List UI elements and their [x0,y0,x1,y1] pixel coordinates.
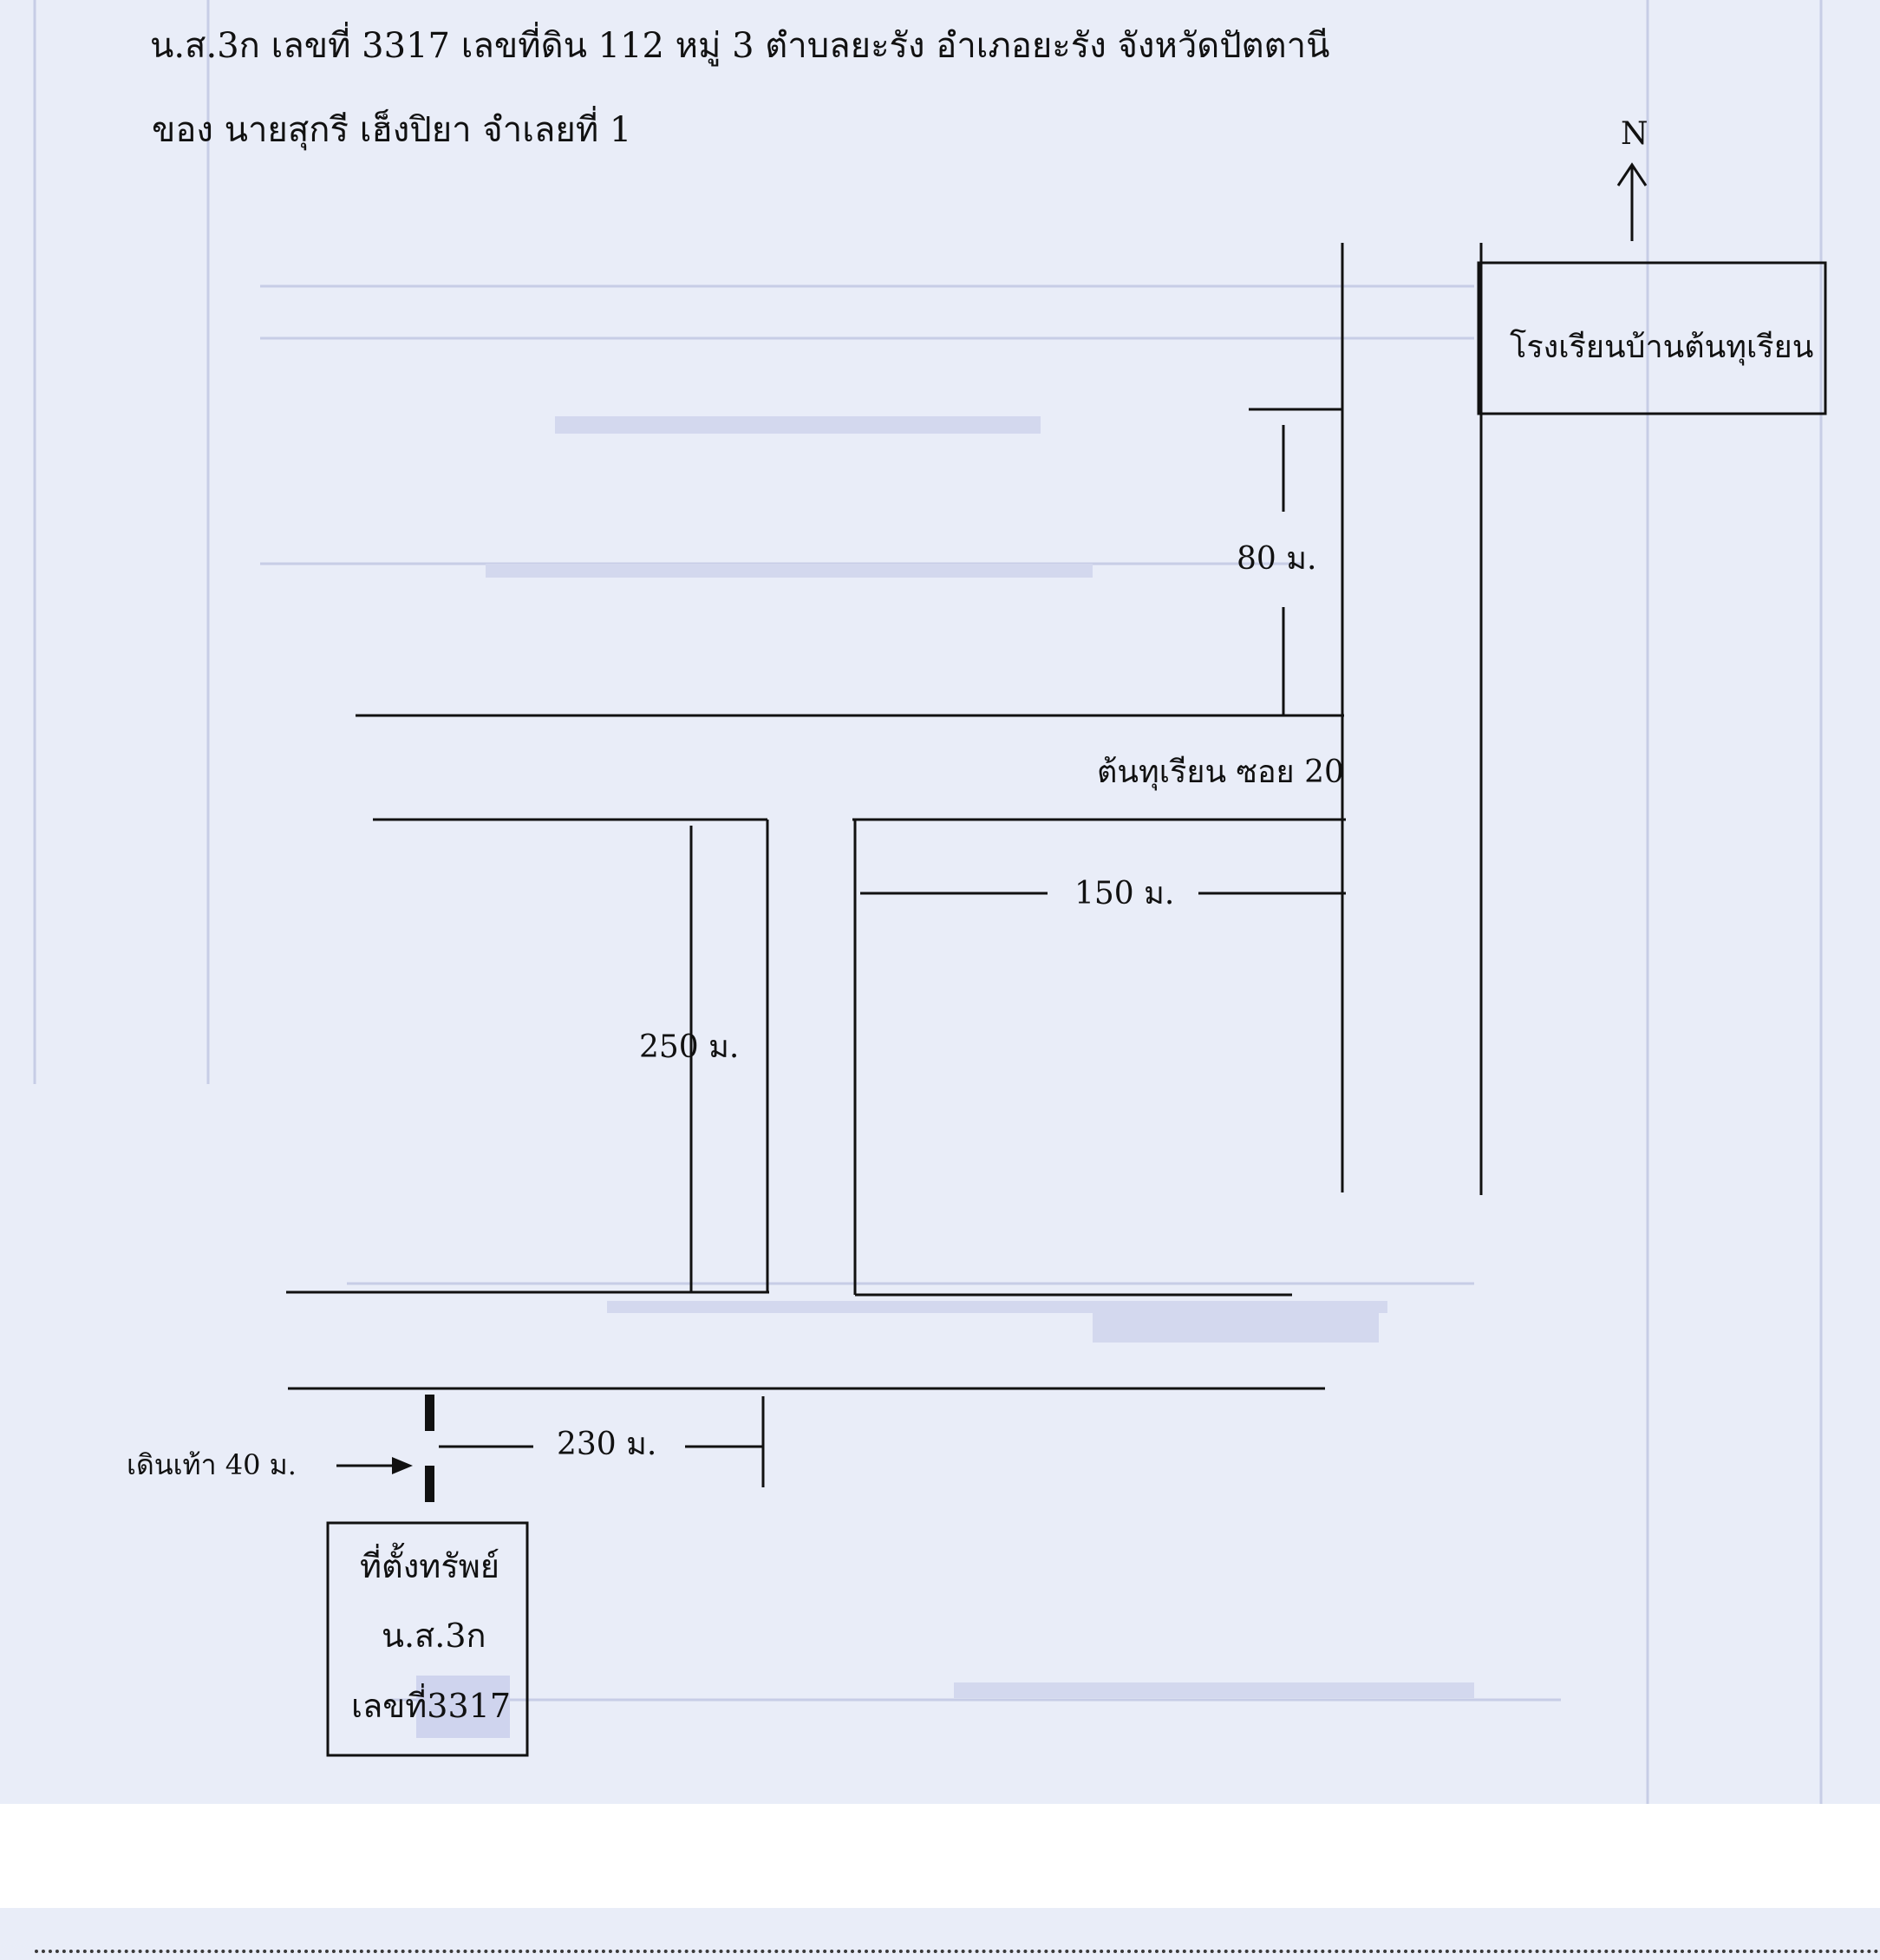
school-box [1477,261,1827,415]
walk-arrow-head [392,1457,413,1474]
distance-label-230: 230 ม. [557,1427,657,1462]
walk-distance-label: เดินเท้า 40 ม. [127,1448,297,1481]
road-label-soi20: ต้นทุเรียน ซอย 20 [1097,755,1344,790]
blank-strip [10,1804,1880,1908]
distance-label-80: 80 ม. [1237,541,1317,577]
header-line-2: ของ นายสุกรี เฮ็งปิยา จำเลยที่ 1 [152,110,632,150]
show-through-background [33,0,1823,1804]
distance-label-250: 250 ม. [639,1029,740,1065]
path-marker-lower [425,1466,434,1502]
header-line-1: น.ส.3ก เลขที่ 3317 เลขที่ดิน 112 หมู่ 3 … [150,26,1330,66]
north-arrow-head [1616,162,1648,186]
number-highlight [416,1676,510,1738]
property-location-label: ที่ตั้งทรัพย์ [360,1547,500,1585]
property-deed-type: น.ส.3ก [382,1617,486,1655]
paper-background [0,0,1880,1804]
property-box [326,1521,529,1757]
path-marker-upper [425,1395,434,1431]
north-label: N [1621,116,1648,152]
school-label: โรงเรียนบ้านต้นทุเรียน [1510,330,1814,365]
property-deed-number: เลขที่3317 [351,1687,512,1725]
distance-label-150: 150 ม. [1074,876,1175,911]
dotted-rule [35,1950,1880,1953]
